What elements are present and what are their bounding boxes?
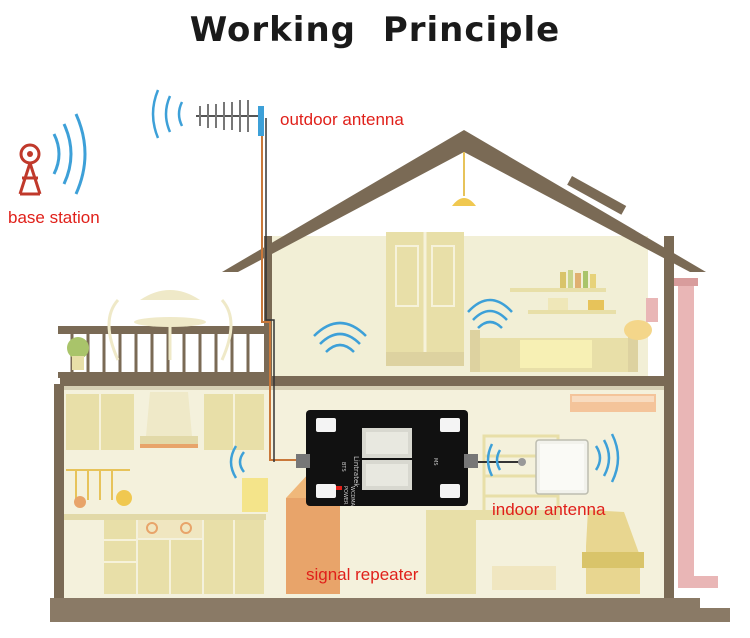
- label-signal-repeater: signal repeater: [306, 565, 419, 584]
- wifi-wave-icon: [467, 298, 513, 329]
- wifi-wave-icon: [313, 321, 367, 353]
- repeater-band: WCDMA: [349, 486, 355, 507]
- right-wall: [664, 236, 674, 598]
- drain-pipe: [674, 278, 718, 588]
- wall-shelves: [510, 270, 616, 314]
- left-wall: [54, 384, 64, 598]
- living-room: [286, 394, 656, 594]
- repeater-brand: Lintratek: [352, 456, 360, 488]
- repeater-power: POWER: [342, 486, 348, 505]
- label-base-station: base station: [8, 208, 100, 227]
- roof: [222, 130, 706, 272]
- ground-line: [50, 598, 700, 622]
- upper-left-wall: [264, 236, 272, 384]
- ceiling-lamp: [452, 152, 476, 206]
- repeater-port-left: BTS: [340, 462, 346, 472]
- kitchen: [64, 392, 268, 594]
- label-outdoor-antenna: outdoor antenna: [280, 110, 404, 129]
- outdoor-antenna-icon: [196, 100, 264, 136]
- page-title: Working Principle: [189, 10, 561, 50]
- floor-divider: [60, 376, 672, 386]
- indoor-antenna-icon: [518, 439, 589, 495]
- signal-repeater-icon: Lintratek BTS MS POWER WCDMA: [296, 410, 478, 507]
- armchair: [582, 510, 644, 594]
- wifi-wave-icon: [229, 445, 246, 479]
- pillow-lamp: [624, 298, 658, 340]
- label-indoor-antenna: indoor antenna: [492, 500, 606, 519]
- balcony: [58, 290, 268, 378]
- base-station-waves-icon: [52, 113, 87, 195]
- wardrobe: [386, 232, 464, 366]
- wifi-wave-icon: [486, 443, 502, 477]
- base-station-tower-icon: [18, 143, 42, 196]
- sofa: [470, 330, 638, 372]
- repeater-port-right: MS: [432, 458, 438, 466]
- outdoor-signal-waves-icon: [151, 89, 184, 139]
- wifi-wave-icon: [594, 433, 620, 483]
